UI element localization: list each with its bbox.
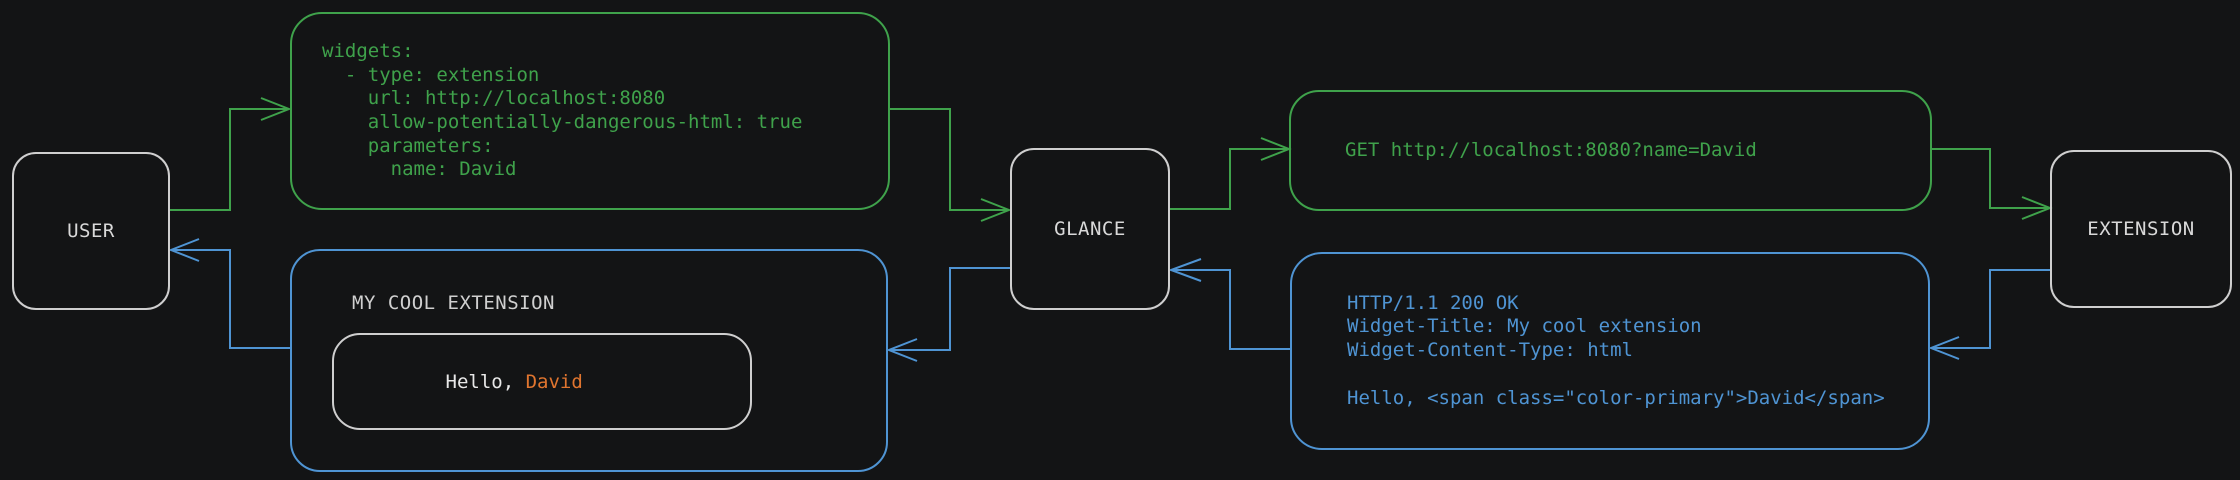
arrow-glance-to-request — [1170, 148, 1287, 210]
widget-render-box: MY COOL EXTENSION Hello, David — [290, 249, 888, 472]
widget-greeting: Hello, David — [334, 349, 583, 415]
response-flow-arrows — [168, 238, 2051, 362]
widget-title: MY COOL EXTENSION — [352, 292, 555, 314]
config-yaml-code: widgets: - type: extension url: http://l… — [322, 39, 803, 181]
arrow-response-to-glance — [1173, 269, 1290, 350]
arrowhead-config-to-glance — [980, 198, 1012, 222]
extension-node-label: EXTENSION — [2087, 218, 2195, 240]
glance-node: GLANCE — [1010, 148, 1170, 310]
arrow-extension-to-response — [1933, 269, 2051, 349]
http-response-code: HTTP/1.1 200 OK Widget-Title: My cool ex… — [1347, 291, 1885, 409]
arrow-glance-to-widget — [891, 267, 1010, 351]
arrowhead-extension-to-response — [1928, 336, 1960, 360]
user-node-label: USER — [67, 220, 115, 242]
arrow-widget-to-user — [173, 249, 290, 349]
arrowhead-user-to-config — [260, 97, 292, 121]
http-response-box: HTTP/1.1 200 OK Widget-Title: My cool ex… — [1290, 252, 1930, 450]
arrowhead-widget-to-user — [168, 238, 200, 262]
http-request-code: GET http://localhost:8080?name=David — [1345, 138, 1757, 161]
widget-preview-box: Hello, David — [332, 333, 752, 430]
extension-node: EXTENSION — [2050, 150, 2232, 308]
arrowhead-glance-to-widget — [886, 338, 918, 362]
arrow-user-to-config — [170, 108, 287, 211]
arrowhead-response-to-glance — [1168, 258, 1202, 282]
greeting-name: David — [525, 370, 583, 393]
greeting-prefix: Hello, — [445, 370, 526, 393]
arrow-request-to-extension — [1932, 148, 2048, 209]
http-request-box: GET http://localhost:8080?name=David — [1289, 90, 1932, 211]
glance-node-label: GLANCE — [1054, 218, 1126, 240]
arrow-config-to-glance — [890, 108, 1007, 211]
user-node: USER — [12, 152, 170, 310]
config-yaml-box: widgets: - type: extension url: http://l… — [290, 12, 890, 210]
